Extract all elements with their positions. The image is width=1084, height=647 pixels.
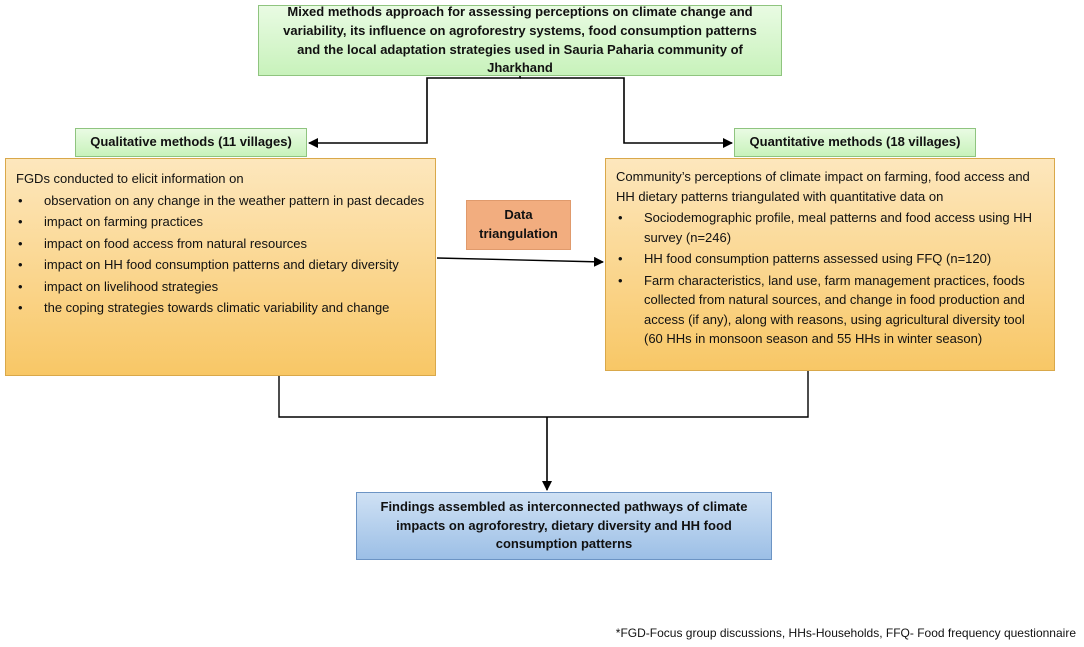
bullet-icon: • <box>18 300 23 315</box>
bullet-icon: • <box>618 251 623 266</box>
triangulation-box: Data triangulation <box>466 200 571 250</box>
title-box: Mixed methods approach for assessing per… <box>258 3 782 76</box>
findings-text: Findings assembled as interconnected pat… <box>380 498 748 552</box>
title-text: Mixed methods approach for assessing per… <box>283 3 757 76</box>
bullet-icon: • <box>618 272 623 288</box>
quantitative-intro: Community’s perceptions of climate impac… <box>616 169 1030 204</box>
arrow-to-quantitative <box>520 77 733 148</box>
list-item: •the coping strategies towards climatic … <box>16 298 425 318</box>
qualitative-label-text: Qualitative methods (11 villages) <box>90 134 292 150</box>
quantitative-label: Quantitative methods (18 villages) <box>734 128 976 157</box>
list-item: •impact on livelihood strategies <box>16 277 425 297</box>
bullet-icon: • <box>18 192 23 208</box>
arrow-to-qualitative <box>308 76 521 148</box>
list-item: •Sociodemographic profile, meal patterns… <box>618 210 1033 245</box>
bullet-icon: • <box>18 235 23 251</box>
quantitative-list: •Sociodemographic profile, meal patterns… <box>616 208 1044 349</box>
line-qual-to-merge <box>278 376 547 418</box>
list-item: •impact on HH food consumption patterns … <box>16 255 425 275</box>
findings-box: Findings assembled as interconnected pat… <box>356 492 772 560</box>
list-item: •impact on farming practices <box>16 212 425 232</box>
qualitative-box: FGDs conducted to elicit information on … <box>5 158 436 376</box>
list-item: •impact on food access from natural reso… <box>16 234 425 254</box>
triangulation-text: Data triangulation <box>479 207 558 241</box>
qualitative-intro: FGDs conducted to elicit information on <box>16 171 244 186</box>
quantitative-label-text: Quantitative methods (18 villages) <box>749 134 961 150</box>
qualitative-label: Qualitative methods (11 villages) <box>75 128 307 157</box>
bullet-icon: • <box>18 214 23 229</box>
arrow-triangulation <box>436 256 604 267</box>
list-item: •Farm characteristics, land use, farm ma… <box>618 272 1025 347</box>
quantitative-box: Community’s perceptions of climate impac… <box>605 158 1055 371</box>
bullet-icon: • <box>618 210 623 225</box>
footnote: *FGD-Focus group discussions, HHs-Househ… <box>615 626 1076 640</box>
line-quant-to-merge <box>547 371 809 418</box>
list-item: •HH food consumption patterns assessed u… <box>616 249 1044 269</box>
qualitative-list: •observation on any change in the weathe… <box>16 191 425 318</box>
bullet-icon: • <box>18 257 23 272</box>
list-item: •observation on any change in the weathe… <box>16 191 425 211</box>
bullet-icon: • <box>18 278 23 294</box>
